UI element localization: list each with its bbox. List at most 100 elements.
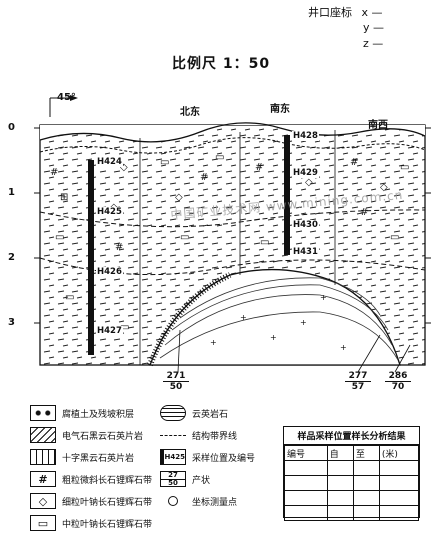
- legend-label: 腐植土及残坡积层: [62, 409, 135, 420]
- sample-h424: H424: [96, 157, 123, 167]
- dir-southwest: 南西: [368, 120, 388, 131]
- humus-swatch: [30, 405, 56, 421]
- legend-item-medium-zone: ▭ 中粒叶钠长石锂辉石带: [30, 512, 152, 534]
- svg-text:+: +: [300, 318, 307, 327]
- svg-text:#: #: [200, 172, 208, 183]
- svg-text:▭: ▭: [180, 232, 189, 243]
- svg-text:#: #: [350, 157, 358, 168]
- surface-line: [39, 122, 426, 143]
- svg-text:+: +: [240, 313, 247, 322]
- svg-text:◇: ◇: [120, 162, 128, 173]
- svg-text:▭: ▭: [160, 157, 169, 168]
- legend-label: 坐标测量点: [192, 497, 238, 508]
- svg-text:▭: ▭: [390, 232, 399, 243]
- svg-text:#: #: [50, 167, 58, 178]
- legend-label: 电气石黑云石英片岩: [62, 431, 144, 442]
- sample-h427: H427: [96, 326, 123, 336]
- svg-text:+: +: [320, 293, 327, 302]
- svg-text:⊞: ⊞: [60, 192, 68, 203]
- survey-point-swatch: [160, 493, 186, 509]
- scale-title: 比例尺 1：50: [172, 56, 271, 72]
- medium-swatch: ▭: [30, 515, 56, 531]
- table-header: 至: [352, 445, 380, 461]
- depth-3: 3: [8, 317, 15, 328]
- svg-text:▭: ▭: [55, 232, 64, 243]
- sample-table-grid: 编号 自 至 (米): [284, 445, 420, 521]
- coord-y: y —: [363, 21, 385, 34]
- legend-label: 十字黑云石英片岩: [62, 453, 135, 464]
- sample-table: 样品采样位置样长分析结果 编号 自 至 (米): [283, 426, 420, 521]
- depth-1: 1: [8, 187, 15, 198]
- drill-column-left: [88, 160, 94, 355]
- drill-column-right: [284, 135, 290, 255]
- depth-0: 0: [8, 122, 15, 133]
- attitude-3: 286 70: [385, 371, 411, 392]
- svg-text:#: #: [360, 207, 368, 218]
- tourmaline-swatch: [30, 427, 56, 443]
- sample-h425: H425: [96, 207, 123, 217]
- legend-item-sample-position: H425 采样位置及编号: [160, 446, 255, 468]
- legend-label: 结构带界线: [192, 431, 238, 442]
- fine-swatch: ◇: [30, 493, 56, 509]
- table-title: 样品采样位置样长分析结果: [284, 427, 419, 445]
- legend-right: 云英岩石 结构带界线 H425 采样位置及编号 27 50 产状 坐标测量点: [160, 402, 255, 512]
- sample-position-swatch: H425: [160, 449, 186, 465]
- legend-item-attitude: 27 50 产状: [160, 468, 255, 490]
- boundary-swatch: [160, 427, 186, 443]
- legend-label: 细粒叶钠长石锂辉石带: [62, 497, 153, 508]
- legend-item-coarse-zone: # 粗粒微斜长石锂辉石带: [30, 468, 152, 490]
- attitude-3-dip: 70: [391, 382, 405, 392]
- svg-text:▭: ▭: [65, 292, 74, 303]
- table-row: [284, 505, 420, 521]
- attitude-2-strike: 277: [345, 371, 371, 382]
- legend-item-greisen: 云英岩石: [160, 402, 255, 424]
- table-header: 自: [326, 445, 354, 461]
- greisen-swatch: [160, 405, 186, 421]
- attitude-1-strike: 271: [163, 371, 189, 382]
- coarse-swatch: #: [30, 471, 56, 487]
- svg-text:▭: ▭: [260, 237, 269, 248]
- table-header: 编号: [284, 445, 328, 461]
- geologic-section: +++ +++ #◇⊞ ◇▭# ◇▭# ◇#◇ #▭▭ #▭▭ ▭▭▭: [34, 95, 431, 373]
- sample-h431: H431: [292, 247, 319, 257]
- svg-text:+: +: [270, 333, 277, 342]
- attitude-swatch: 27 50: [160, 471, 186, 487]
- attitude-3-strike: 286: [385, 371, 411, 382]
- sample-h429: H429: [292, 168, 319, 178]
- svg-text:▭: ▭: [215, 152, 224, 163]
- svg-text:#: #: [255, 162, 263, 173]
- depth-2: 2: [8, 252, 15, 263]
- coord-z: z —: [363, 37, 384, 50]
- legend-item-fine-zone: ◇ 细粒叶钠长石锂辉石带: [30, 490, 152, 512]
- legend-label: 采样位置及编号: [192, 453, 256, 464]
- legend-item-tourmaline-schist: 电气石黑云石英片岩: [30, 424, 152, 446]
- sample-h430: H430: [292, 220, 319, 230]
- coord-x: x —: [361, 6, 383, 19]
- svg-text:◇: ◇: [380, 182, 388, 193]
- sample-h426: H426: [96, 267, 123, 277]
- table-header: (米): [378, 445, 420, 461]
- table-row: [284, 490, 420, 506]
- table-header-row: 编号 自 至 (米): [284, 445, 420, 461]
- legend-item-survey-point: 坐标测量点: [160, 490, 255, 512]
- legend-left: 腐植土及残坡积层 电气石黑云石英片岩 十字黑云石英片岩 # 粗粒微斜长石锂辉石带…: [30, 402, 152, 534]
- sample-tag-text: H425: [164, 453, 185, 461]
- wellhead-coord-label: 井口座标 x —: [308, 6, 383, 19]
- svg-text:+: +: [340, 343, 347, 352]
- table-row: [284, 460, 420, 476]
- svg-text:▭: ▭: [120, 322, 129, 333]
- sample-h428: H428: [292, 131, 319, 141]
- legend-label: 云英岩石: [192, 409, 229, 420]
- legend-item-staurolite-schist: 十字黑云石英片岩: [30, 446, 152, 468]
- legend-item-zone-boundary: 结构带界线: [160, 424, 255, 446]
- legend-label: 产状: [192, 475, 211, 486]
- table-row: [284, 475, 420, 491]
- staurolite-swatch: [30, 449, 56, 465]
- dir-southeast: 南东: [270, 104, 290, 115]
- attitude-2: 277 57: [345, 371, 371, 392]
- attitude-1: 271 50: [163, 371, 189, 392]
- attitude-2-dip: 57: [351, 382, 365, 392]
- svg-text:◇: ◇: [175, 192, 183, 203]
- att-top-text: 27: [161, 472, 185, 480]
- attitude-1-dip: 50: [169, 382, 183, 392]
